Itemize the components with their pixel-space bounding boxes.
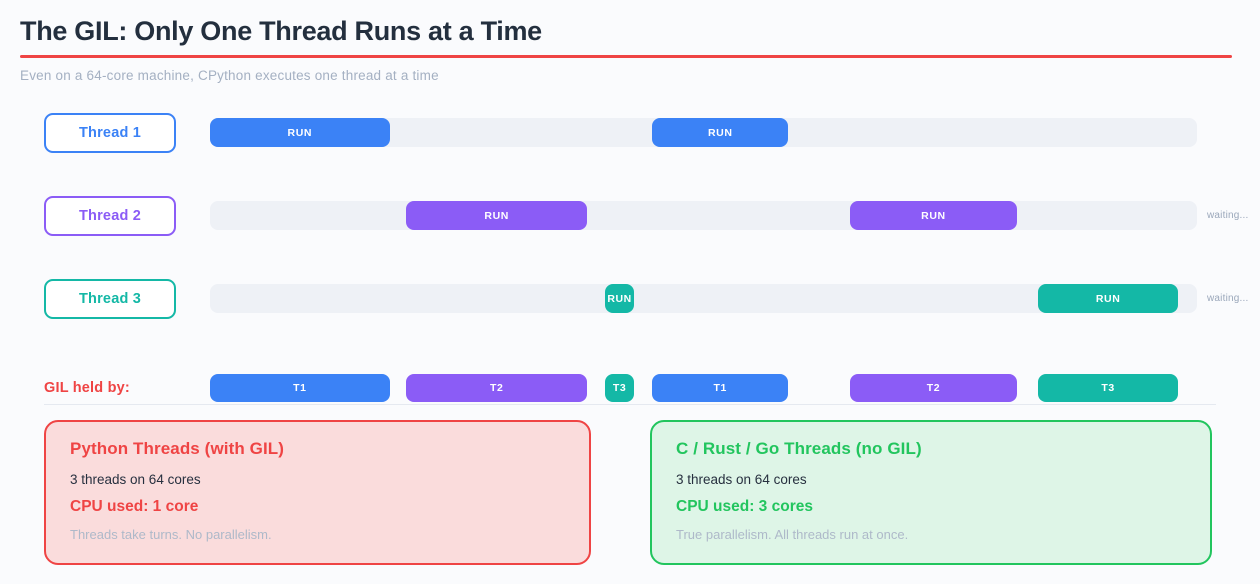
card-cpu-line: CPU used: 1 core	[70, 498, 199, 515]
gil-segment: T1	[210, 374, 390, 402]
card-python-threads: Python Threads (with GIL) 3 threads on 6…	[44, 420, 591, 565]
thread-3-track: RUN RUN	[210, 284, 1197, 313]
gil-row: GIL held by: T1 T2 T3 T1 T2 T3	[0, 374, 1260, 402]
card-note-line: True parallelism. All threads run at onc…	[676, 527, 909, 542]
thread-row-3: Thread 3 RUN RUN waiting...	[0, 279, 1260, 319]
run-block: RUN	[604, 284, 635, 313]
gil-track: T1 T2 T3 T1 T2 T3	[210, 374, 1197, 402]
card-threads-line: 3 threads on 64 cores	[676, 472, 807, 487]
card-threads-line: 3 threads on 64 cores	[70, 472, 201, 487]
card-title: C / Rust / Go Threads (no GIL)	[676, 439, 922, 458]
thread-1-track: RUN RUN	[210, 118, 1197, 147]
run-block: RUN	[406, 201, 588, 230]
thread-2-label-box: Thread 2	[44, 196, 176, 236]
run-block: RUN	[849, 201, 1018, 230]
card-note-line: Threads take turns. No parallelism.	[70, 527, 272, 542]
gil-divider	[44, 404, 1216, 405]
waiting-label: waiting...	[1207, 293, 1249, 304]
title-underline	[20, 55, 1232, 58]
gil-segment: T1	[652, 374, 789, 402]
thread-row-1: Thread 1 RUN RUN	[0, 113, 1260, 153]
thread-3-label: Thread 3	[78, 291, 142, 307]
thread-2-track: RUN RUN	[210, 201, 1197, 230]
run-block: RUN	[652, 118, 789, 147]
thread-row-2: Thread 2 RUN RUN waiting...	[0, 196, 1260, 236]
gil-segment: T3	[604, 374, 635, 402]
thread-1-label-box: Thread 1	[44, 113, 176, 153]
card-native-threads: C / Rust / Go Threads (no GIL) 3 threads…	[650, 420, 1212, 565]
run-block: RUN	[1038, 284, 1179, 313]
card-title: Python Threads (with GIL)	[70, 439, 285, 458]
gil-segment: T2	[406, 374, 588, 402]
card-cpu-line: CPU used: 3 cores	[676, 498, 813, 515]
thread-2-label: Thread 2	[78, 208, 142, 224]
gil-segment: T2	[849, 374, 1018, 402]
thread-3-label-box: Thread 3	[44, 279, 176, 319]
thread-1-label: Thread 1	[78, 125, 142, 141]
page-title: The GIL: Only One Thread Runs at a Time	[20, 16, 542, 46]
gil-segment: T3	[1038, 374, 1179, 402]
page-subtitle: Even on a 64-core machine, CPython execu…	[20, 68, 439, 83]
gil-row-label: GIL held by:	[44, 380, 130, 396]
waiting-label: waiting...	[1207, 210, 1249, 221]
run-block: RUN	[210, 118, 390, 147]
